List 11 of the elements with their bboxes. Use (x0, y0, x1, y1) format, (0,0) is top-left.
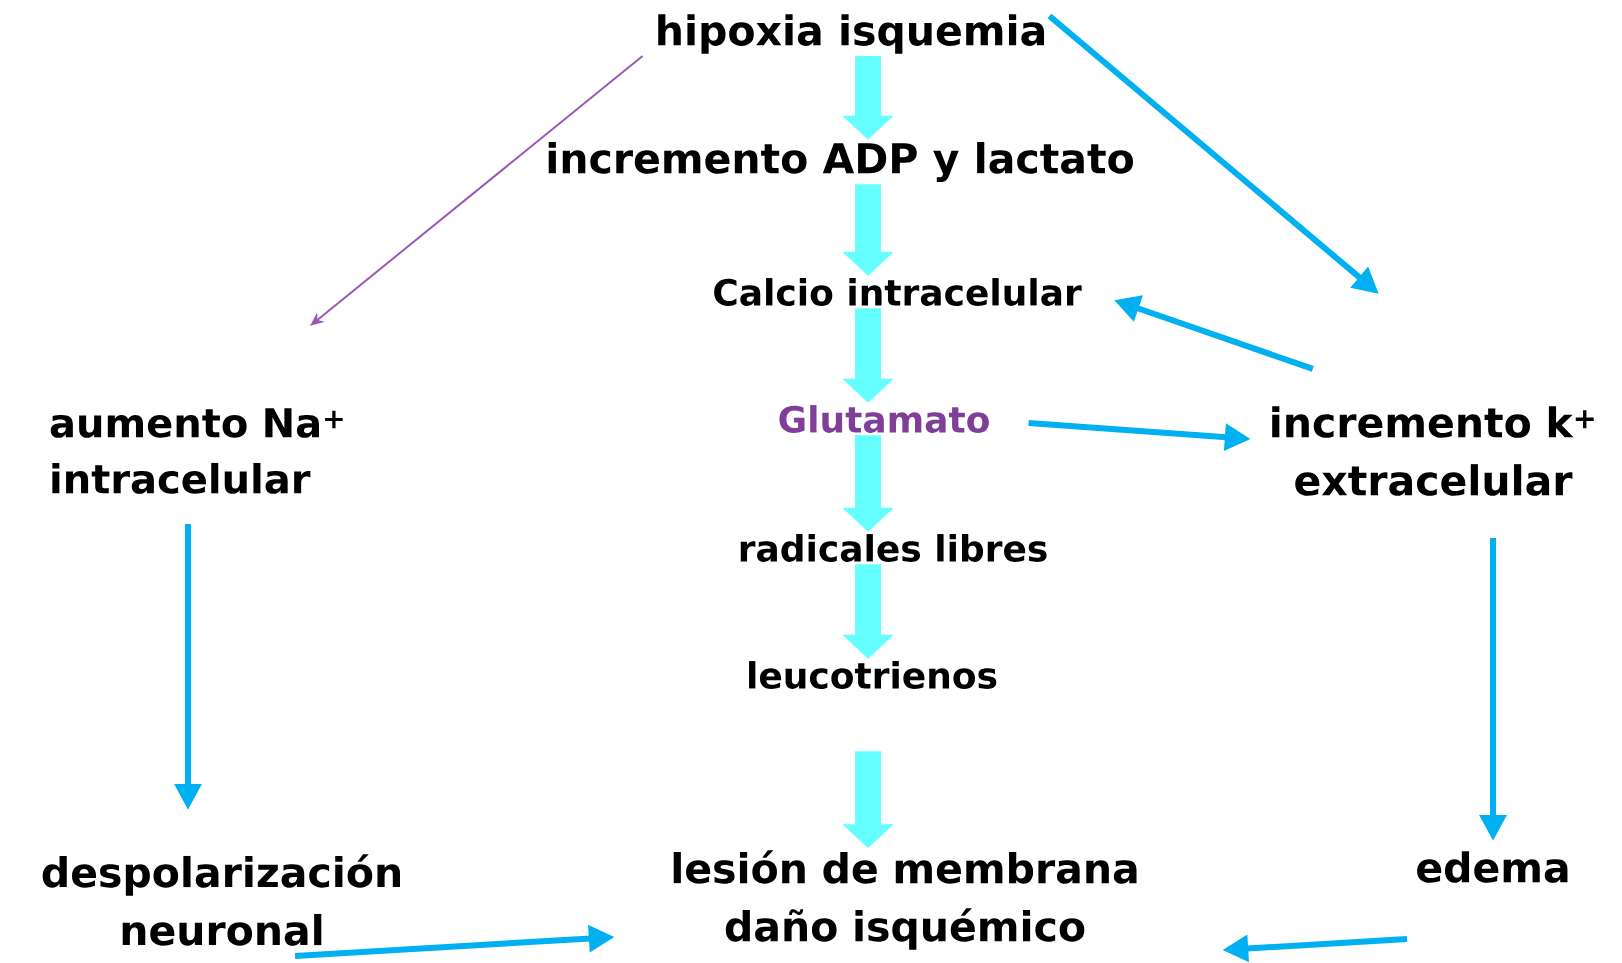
node-text: radicales libres (740, 534, 1047, 562)
node-text: despolarización neuronal (42, 854, 400, 946)
node-text: Glutamato (779, 405, 989, 433)
node-text: lesión de membrana daño isquémico (673, 850, 1137, 950)
node-text: Calcio intracelular (714, 278, 1082, 306)
node-text: hipoxia isquemia (658, 14, 1045, 54)
node-text: incremento k$^{+}$ extracelular (1272, 406, 1594, 496)
node-text: edema (1417, 851, 1568, 883)
node-text: leucotrienos (749, 661, 997, 689)
node-text: aumento Na$^{+}$ intracelular (50, 408, 343, 494)
node-text: incremento ADP y lactato (548, 142, 1133, 182)
